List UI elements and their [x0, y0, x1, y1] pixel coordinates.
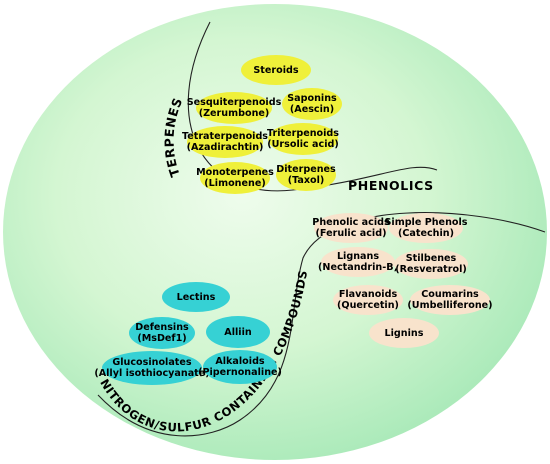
- saponins-label: Saponins: [287, 93, 337, 104]
- sesquiterpenoids-item: Sesquiterpenoids (Zerumbone): [187, 92, 282, 124]
- diterpenes-label: Diterpenes: [276, 164, 336, 175]
- azadirachtin-label: (Azadirachtin): [187, 142, 264, 153]
- tetraterpenoids-item: Tetraterpenoids (Azadirachtin): [182, 126, 268, 158]
- simple-phenols-label: Simple Phenols: [385, 217, 468, 228]
- alliin-label: Alliin: [224, 327, 252, 338]
- phenolics-group: Phenolic acids (Ferulic acid) Simple Phe…: [312, 213, 493, 348]
- zerumbone-label: (Zerumbone): [199, 108, 270, 119]
- taxol-label: (Taxol): [288, 175, 325, 186]
- ferulic-acid-label: (Ferulic acid): [316, 228, 387, 239]
- terpenes-group: Steroids Sesquiterpenoids (Zerumbone) Sa…: [182, 55, 342, 194]
- defensins-label: Defensins: [135, 322, 189, 333]
- phenolics-category-label: PHENOLICS: [348, 178, 434, 193]
- stilbenes-item: Stilbenes (Resveratrol): [394, 249, 468, 279]
- stilbenes-label: Stilbenes: [406, 253, 457, 264]
- ursolic-acid-label: (Ursolic acid): [267, 139, 339, 150]
- coumarins-label: Coumarins: [421, 289, 479, 300]
- saponins-item: Saponins (Aescin): [282, 88, 342, 120]
- aescin-label: (Aescin): [290, 104, 334, 115]
- steroids-label: Steroids: [253, 65, 298, 76]
- monoterpenes-label: Monoterpenes: [196, 167, 274, 178]
- defensins-item: Defensins (MsDef1): [129, 317, 195, 349]
- tetraterpenoids-label: Tetraterpenoids: [182, 131, 268, 142]
- nitrogen-group: Lectins Defensins (MsDef1) Alliin Glucos…: [94, 282, 282, 385]
- alkaloids-label: Alkaloids: [215, 356, 265, 367]
- phenolic-acids-item: Phenolic acids (Ferulic acid): [312, 213, 390, 243]
- coumarins-item: Coumarins (Umbelliferone): [407, 285, 493, 315]
- nitrogen-divider-curve: [97, 212, 546, 437]
- flavanoids-item: Flavanoids (Quercetin): [333, 285, 403, 315]
- simple-phenols-item: Simple Phenols (Catechin): [385, 213, 468, 243]
- resveratrol-label: (Resveratrol): [395, 264, 467, 275]
- diterpenes-item: Diterpenes (Taxol): [276, 159, 336, 191]
- phenolic-acids-label: Phenolic acids: [312, 217, 390, 228]
- terpenes-divider-curve: [187, 21, 438, 192]
- triterpenoids-item: Triterpenoids (Ursolic acid): [267, 123, 339, 155]
- lectins-label: Lectins: [177, 292, 216, 303]
- lignans-label: Lignans: [337, 251, 379, 262]
- pipernonaline-label: (Pipernonaline): [198, 367, 282, 378]
- flavanoids-label: Flavanoids: [339, 289, 398, 300]
- lignans-item: Lignans (Nectandrin-B): [318, 247, 398, 277]
- monoterpenes-item: Monoterpenes (Limonene): [196, 162, 274, 194]
- nectandrin-b-label: (Nectandrin-B): [318, 262, 398, 273]
- lignins-item: Lignins: [369, 318, 439, 348]
- glucosinolates-label: Glucosinolates: [112, 357, 192, 368]
- alkaloids-item: Alkaloids (Pipernonaline): [198, 350, 282, 384]
- allyl-isothiocyanate-label: (Allyl isothiocyanate): [94, 368, 209, 379]
- umbelliferone-label: (Umbelliferone): [407, 300, 492, 311]
- glucosinolates-item: Glucosinolates (Allyl isothiocyanate): [94, 351, 210, 385]
- quercetin-label: (Quercetin): [337, 300, 399, 311]
- sesquiterpenoids-label: Sesquiterpenoids: [187, 97, 282, 108]
- catechin-label: (Catechin): [398, 228, 454, 239]
- msdef1-label: (MsDef1): [137, 333, 186, 344]
- limonene-label: (Limonene): [204, 178, 265, 189]
- lectins-item: Lectins: [162, 282, 230, 312]
- lignins-label: Lignins: [385, 328, 424, 339]
- alliin-item: Alliin: [206, 316, 270, 348]
- triterpenoids-label: Triterpenoids: [267, 128, 339, 139]
- steroids-item: Steroids: [241, 55, 311, 85]
